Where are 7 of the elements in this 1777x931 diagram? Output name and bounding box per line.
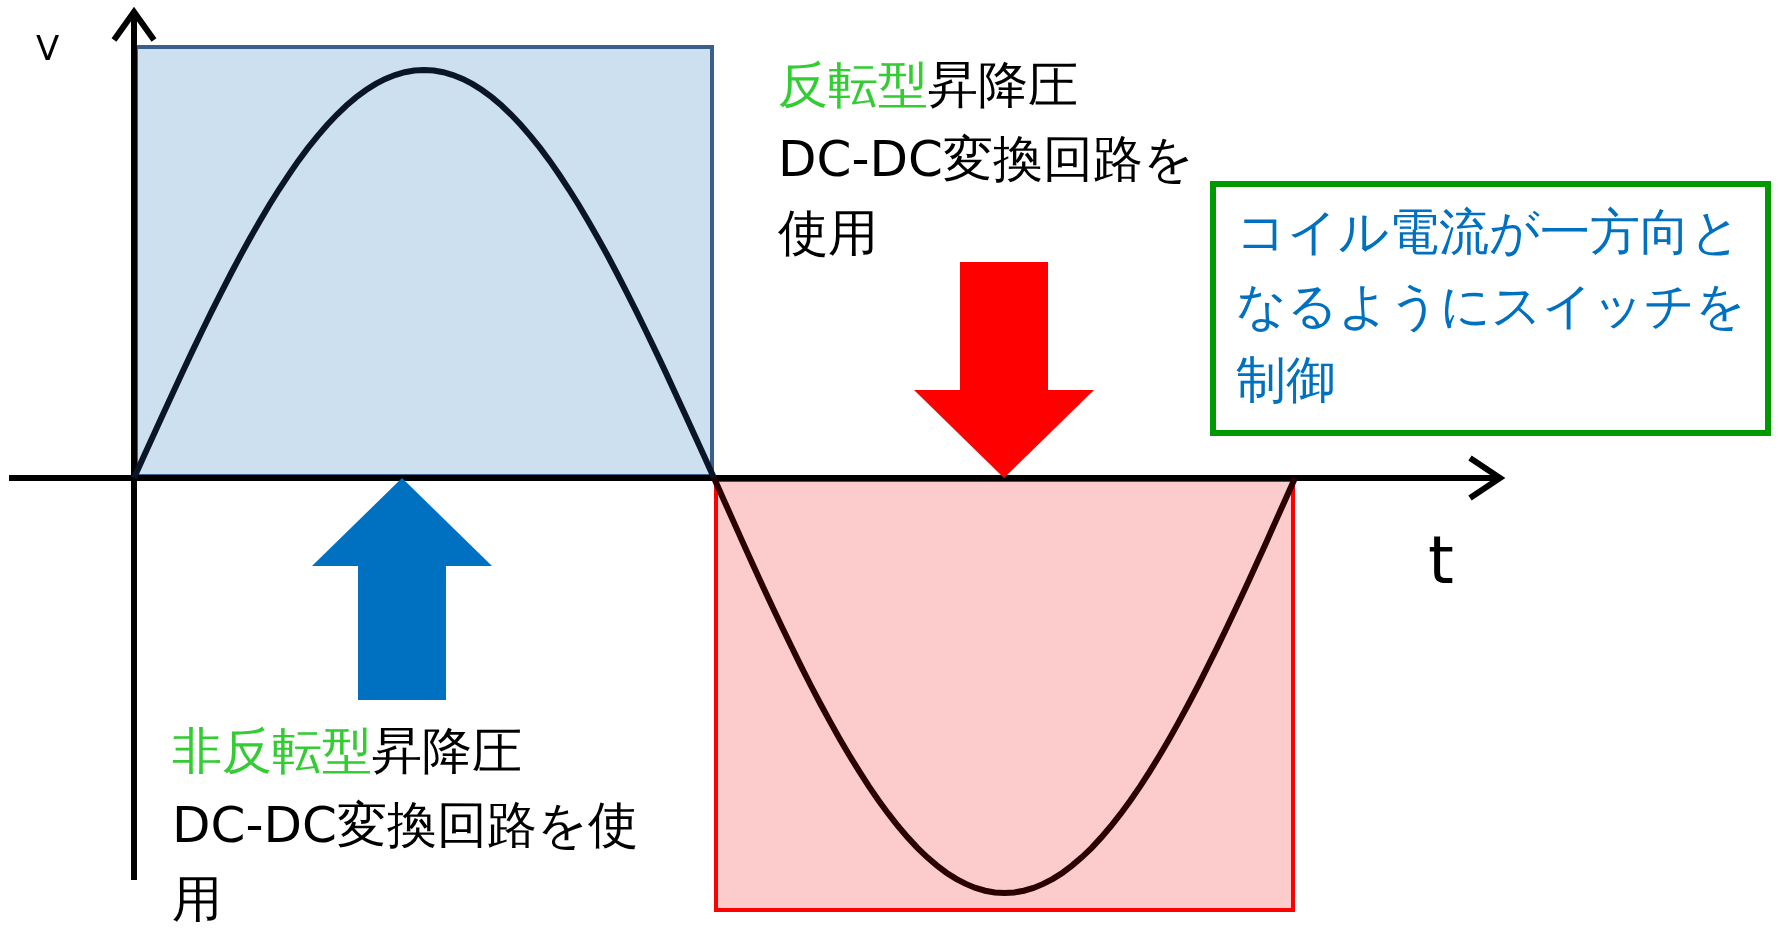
axis-label: V — [36, 30, 60, 68]
note-box: コイル電流が一方向となるようにスイッチを制御 — [1210, 181, 1771, 436]
annotation-text: 非反転型昇降圧DC-DC変換回路を使用 — [172, 714, 657, 931]
block-arrow — [916, 262, 1092, 478]
annotation-text: 反転型昇降圧DC-DC変換回路を使用 — [778, 48, 1208, 270]
axis-label: t — [1428, 525, 1454, 598]
block-arrow — [314, 478, 490, 700]
